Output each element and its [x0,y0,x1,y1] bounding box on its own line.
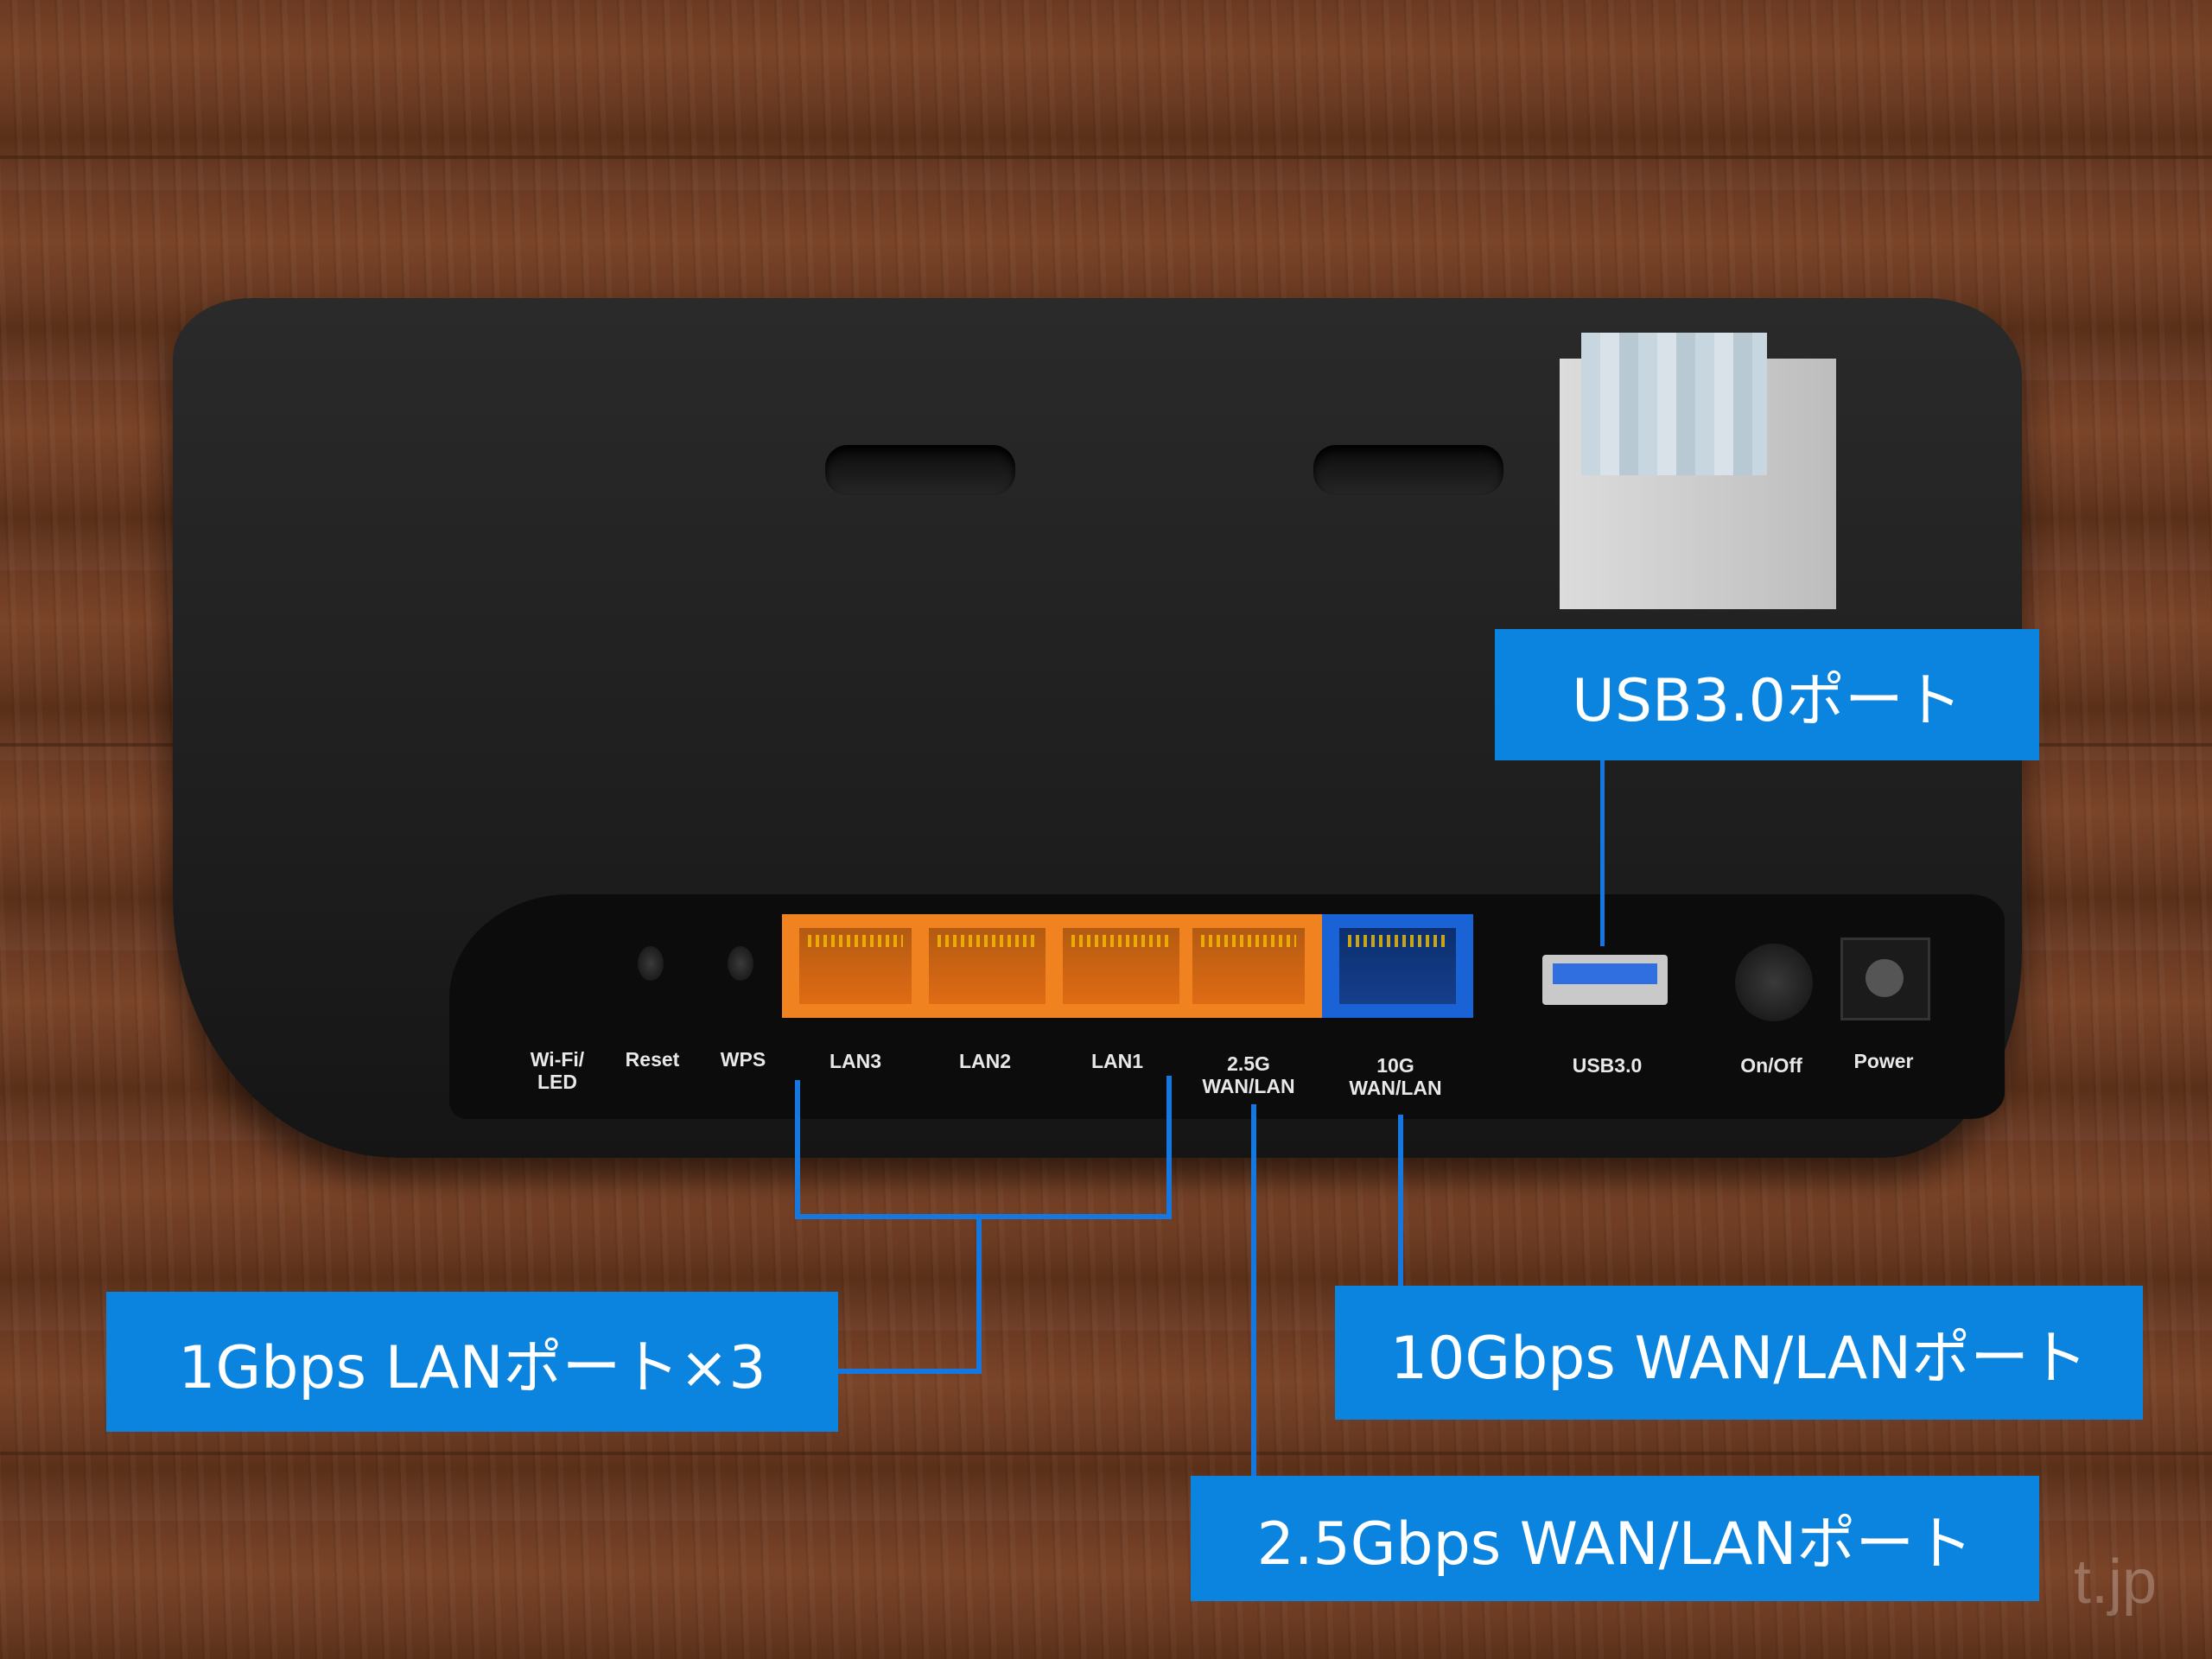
label-usb: USB3.0 [1572,1054,1643,1077]
wood-seam [0,156,2212,159]
lan1-jack[interactable] [1063,928,1179,1004]
lan-bracket-bottom [795,1214,1172,1219]
lan-bracket-stem [976,1214,982,1374]
wan10-connector-line [1398,1115,1403,1287]
callout-wan10: 10Gbps WAN/LANポート [1335,1286,2143,1420]
label-power: Power [1853,1050,1914,1072]
lan-bracket-right [1166,1076,1172,1218]
wan25-jack[interactable] [1192,928,1305,1004]
label-wps: WPS [720,1048,766,1071]
label-wifi-led: Wi-Fi/ LED [530,1048,585,1093]
wan10-port [1322,914,1473,1018]
power-switch[interactable] [1735,944,1813,1021]
label-wan25: 2.5G WAN/LAN [1202,1052,1295,1097]
lan-port-block [782,914,1322,1018]
dc-power-jack[interactable] [1840,938,1930,1020]
reset-button[interactable] [638,946,664,981]
lan-bracket-left [795,1080,800,1218]
label-lan2: LAN2 [958,1050,1012,1072]
lan2-jack[interactable] [929,928,1046,1004]
callout-lan: 1Gbps LANポート×3 [106,1292,838,1432]
label-reset: Reset [625,1048,680,1071]
lan-bracket-foot [838,1369,982,1374]
label-onoff: On/Off [1740,1054,1802,1077]
wps-button[interactable] [728,946,753,981]
label-lan1: LAN1 [1090,1050,1144,1072]
wall-mount-slot [825,445,1015,495]
watermark: t.jp [2074,1548,2158,1617]
wood-seam [0,1452,2212,1455]
callout-wan25: 2.5Gbps WAN/LANポート [1191,1476,2039,1601]
usb3-port[interactable] [1542,955,1668,1005]
label-lan3: LAN3 [829,1050,882,1072]
usb-connector-line [1600,760,1605,946]
callout-usb: USB3.0ポート [1495,629,2039,760]
label-wan10: 10G WAN/LAN [1349,1054,1442,1099]
blurred-label-area [1581,333,1767,475]
wall-mount-slot [1313,445,1503,495]
wan10-jack[interactable] [1339,928,1456,1004]
lan3-jack[interactable] [799,928,912,1004]
wan25-connector-line [1251,1104,1256,1476]
